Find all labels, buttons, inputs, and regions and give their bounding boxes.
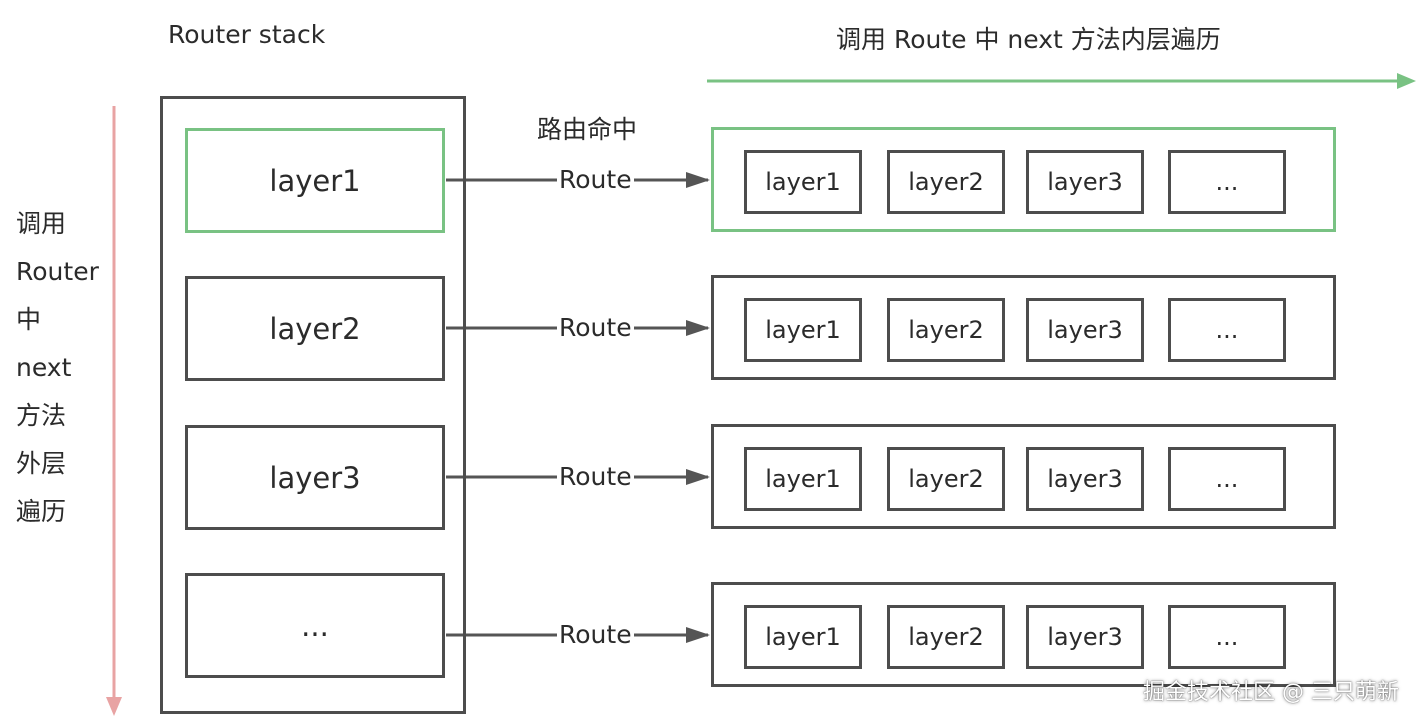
stack-layer-1: layer1 [185,128,445,233]
stack-layer-more: ... [185,573,445,678]
outer-traversal-label-line: next [16,353,72,382]
stack-layer-2: layer2 [185,276,445,381]
route-connector-label: Route [557,462,634,492]
inner-traversal-label: 调用 Route 中 next 方法内层遍历 [836,25,1221,54]
outer-traversal-label-line: 中 [16,305,42,334]
route-layer: layer2 [887,605,1005,669]
route-box-1: layer1 layer2 layer3 ... [711,127,1336,232]
route-layer: layer2 [887,298,1005,362]
route-layer: layer3 [1026,298,1144,362]
route-layer: layer1 [744,605,862,669]
route-connector-label: Route [557,313,634,343]
outer-traversal-label-line: 方法 [16,401,67,430]
outer-traversal-label-line: 调用 [16,209,67,238]
route-layer: ... [1168,447,1286,511]
route-box-2: layer1 layer2 layer3 ... [711,275,1336,380]
route-connector-label: Route [557,620,634,650]
route-layer: layer3 [1026,150,1144,214]
route-connector-label: Route [557,165,634,195]
route-layer: ... [1168,150,1286,214]
outer-traversal-label-line: 外层 [16,449,67,478]
watermark: 掘金技术社区 @ 三只萌新 [1143,680,1399,705]
route-layer: layer1 [744,447,862,511]
stack-layer-3: layer3 [185,425,445,530]
route-layer: ... [1168,605,1286,669]
router-stack-container [160,96,466,714]
route-layer: layer2 [887,447,1005,511]
route-layer: layer1 [744,298,862,362]
route-layer: layer1 [744,150,862,214]
route-box-4: layer1 layer2 layer3 ... [711,582,1336,687]
route-layer: ... [1168,298,1286,362]
router-stack-title: Router stack [168,20,326,49]
route-box-3: layer1 layer2 layer3 ... [711,424,1336,529]
outer-traversal-label: 调用 Router 中 next 方法 外层 遍历 [16,200,99,536]
outer-traversal-label-line: Router [16,257,99,286]
outer-traversal-arrowhead [106,697,122,716]
outer-traversal-label-line: 遍历 [16,497,67,526]
inner-traversal-arrowhead [1397,73,1416,89]
route-hit-label: 路由命中 [537,115,638,144]
route-layer: layer2 [887,150,1005,214]
route-layer: layer3 [1026,447,1144,511]
route-layer: layer3 [1026,605,1144,669]
